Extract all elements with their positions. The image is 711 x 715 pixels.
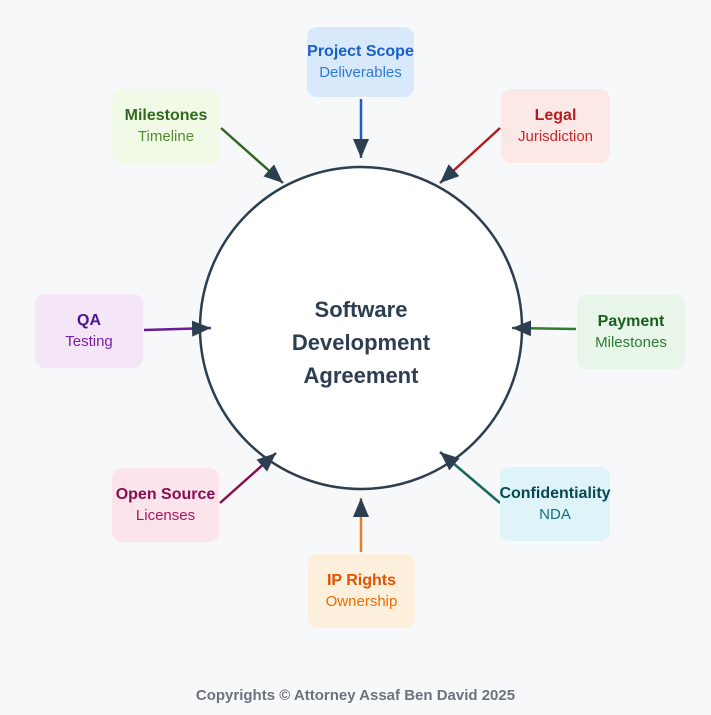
node-subtitle: NDA	[539, 506, 571, 523]
node-payment: Payment Milestones	[577, 295, 685, 369]
node-milestones: Milestones Timeline	[112, 89, 220, 163]
copyright-text: Copyrights © Attorney Assaf Ben David 20…	[195, 687, 516, 704]
center-title: Software Development Agreement	[291, 297, 431, 388]
node-project-scope: Project Scope Deliverables	[307, 27, 414, 97]
node-subtitle: Timeline	[137, 128, 195, 145]
node-legal: Legal Jurisdiction	[501, 89, 610, 163]
node-title: Milestones	[124, 107, 208, 124]
node-qa: QA Testing	[35, 294, 143, 368]
node-title: Payment	[597, 313, 665, 330]
node-subtitle: Licenses	[135, 507, 196, 524]
node-subtitle: Deliverables	[319, 64, 402, 81]
node-open-source: Open Source Licenses	[112, 468, 219, 542]
node-subtitle: Jurisdiction	[517, 128, 594, 145]
node-confidentiality: Confidentiality NDA	[499, 467, 611, 541]
arrow-qa	[143, 320, 212, 337]
arrow-legal	[439, 127, 501, 184]
node-title: Open Source	[115, 486, 216, 503]
node-title: Confidentiality	[499, 485, 611, 502]
node-ip-rights: IP Rights Ownership	[308, 554, 415, 628]
node-title: IP Rights	[326, 572, 397, 589]
arrow-payment	[511, 320, 577, 337]
node-title: QA	[77, 312, 101, 329]
node-title: Project Scope	[307, 43, 414, 60]
node-title: Legal	[534, 107, 577, 124]
node-subtitle: Ownership	[325, 593, 398, 610]
node-subtitle: Testing	[65, 333, 113, 350]
arrow-confidentiality	[439, 451, 501, 504]
arrow-milestones	[220, 127, 284, 184]
arrow-open-source	[219, 452, 277, 504]
node-subtitle: Milestones	[595, 334, 667, 351]
